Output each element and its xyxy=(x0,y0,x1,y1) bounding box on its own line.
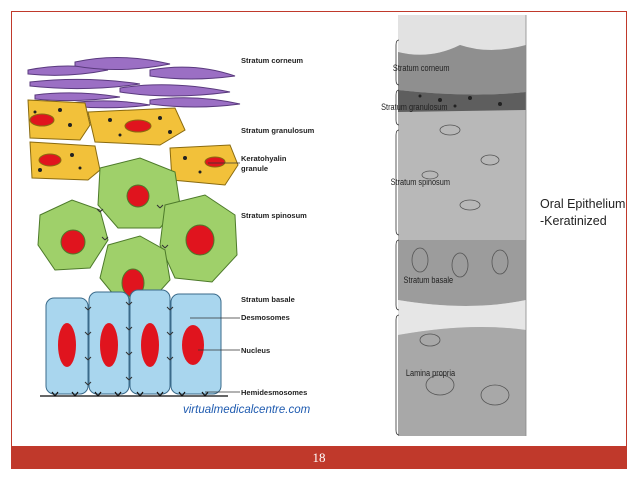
diagram-label-hemidesmosomes: Hemidesmosomes xyxy=(241,388,307,397)
title-line-1: Oral Epithelium xyxy=(540,196,625,213)
diagram-label-stratum-granulosum: Stratum granulosum xyxy=(241,126,315,135)
diagram-label-desmosomes: Desmosomes xyxy=(241,313,290,322)
diagram-label-stratum-spinosum: Stratum spinosum xyxy=(241,211,307,220)
diagram-label-nucleus: Nucleus xyxy=(241,346,270,355)
diagram-label-stratum-corneum: Stratum corneum xyxy=(241,56,303,65)
epidermis-diagram: Stratum corneum Stratum granulosum Kerat… xyxy=(28,56,315,416)
title-line-2: -Keratinized xyxy=(540,213,625,230)
diagram-watermark: virtualmedicalcentre.com xyxy=(183,404,311,416)
corneum-layer xyxy=(28,57,240,107)
micrograph-label-stratum-corneum: Stratum corneum xyxy=(393,63,450,73)
micrograph-label-stratum-spinosum: Stratum spinosum xyxy=(391,177,451,187)
micrograph-label-lamina-propria: Lamina propria xyxy=(406,368,456,378)
diagram-label-stratum-basale: Stratum basale xyxy=(241,295,295,304)
diagram-label-keratohyalin: Keratohyalin xyxy=(241,154,287,163)
micrograph-label-stratum-basale: Stratum basale xyxy=(404,275,454,285)
footer-bar: 18 xyxy=(11,446,627,469)
micrograph-label-stratum-granulosum: Stratum granulosum xyxy=(381,102,447,112)
histology-micrograph: Stratum corneum Stratum granulosum Strat… xyxy=(381,15,526,436)
slide-title: Oral Epithelium -Keratinized xyxy=(540,196,625,230)
page-number: 18 xyxy=(11,450,627,466)
diagram-label-granule: granule xyxy=(241,164,268,173)
